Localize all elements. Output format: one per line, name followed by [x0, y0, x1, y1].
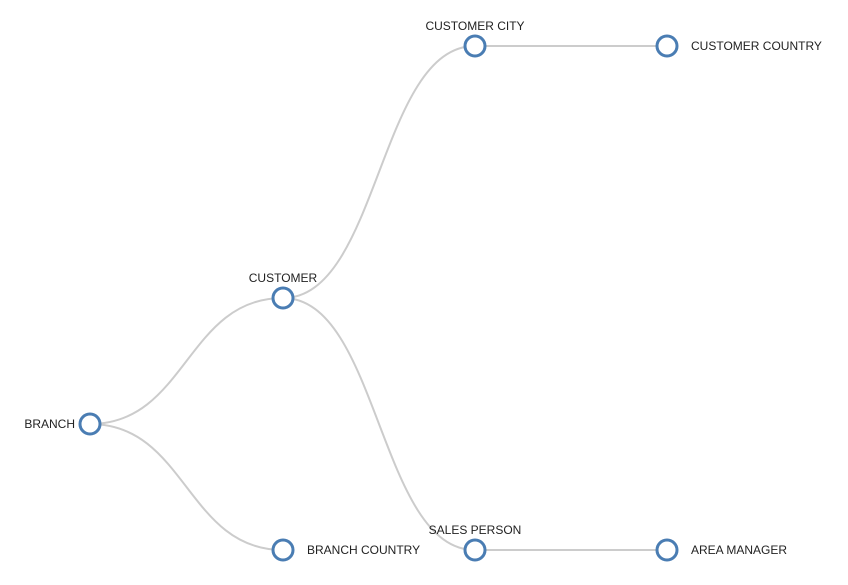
node-sales-person[interactable]: SALES PERSON	[429, 523, 522, 562]
link-branch-to-customer	[89, 297, 284, 425]
node-circle-customer[interactable]	[271, 286, 295, 310]
node-circle-area-manager[interactable]	[655, 538, 679, 562]
node-branch[interactable]: BRANCH	[24, 412, 102, 436]
link-customer-to-sales-person	[282, 297, 476, 551]
node-label-customer-country: CUSTOMER COUNTRY	[691, 39, 822, 53]
node-customer-country[interactable]: CUSTOMER COUNTRY	[655, 34, 822, 58]
node-customer-city[interactable]: CUSTOMER CITY	[425, 19, 525, 58]
node-label-area-manager: AREA MANAGER	[691, 543, 787, 557]
node-label-sales-person: SALES PERSON	[429, 523, 522, 537]
node-area-manager[interactable]: AREA MANAGER	[655, 538, 787, 562]
link-branch-to-branch-country	[89, 423, 284, 551]
nodes-layer: BRANCH CUSTOMER BRANCH COUNTRY CUSTOMER CIT…	[24, 19, 822, 562]
node-circle-customer-city[interactable]	[463, 34, 487, 58]
link-customer-to-customer-city	[282, 45, 476, 299]
node-label-customer: CUSTOMER	[249, 271, 318, 285]
links-layer	[89, 44, 667, 551]
node-customer[interactable]: CUSTOMER	[249, 271, 318, 310]
node-label-branch-country: BRANCH COUNTRY	[307, 543, 420, 557]
node-circle-branch[interactable]	[78, 412, 102, 436]
node-label-branch: BRANCH	[24, 417, 75, 431]
node-circle-customer-country[interactable]	[655, 34, 679, 58]
node-circle-branch-country[interactable]	[271, 538, 295, 562]
node-label-customer-city: CUSTOMER CITY	[425, 19, 524, 33]
node-circle-sales-person[interactable]	[463, 538, 487, 562]
node-branch-country[interactable]: BRANCH COUNTRY	[271, 538, 420, 562]
